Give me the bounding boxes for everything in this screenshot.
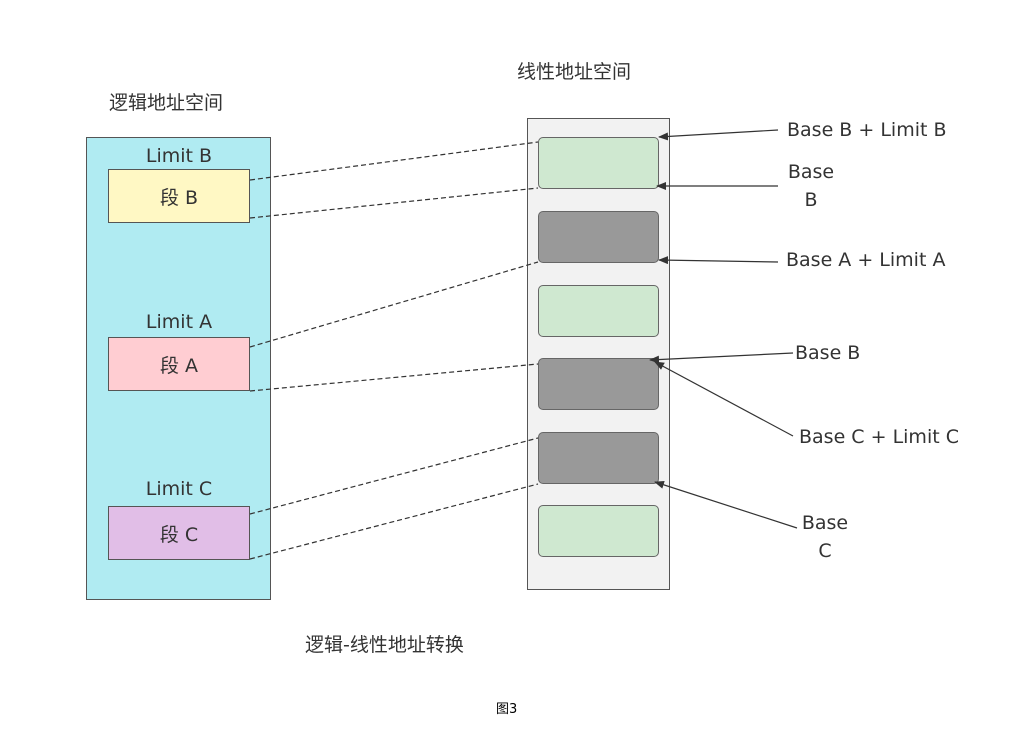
dash-segment-b-bottom xyxy=(249,187,539,219)
arrow-base-c xyxy=(654,480,798,529)
label-base-b-line1: Base xyxy=(787,161,835,183)
segment-b: 段 B xyxy=(108,169,250,223)
label-base-b-limit-b: Base B + Limit B xyxy=(787,119,947,141)
linear-block-segment-b xyxy=(538,137,659,189)
logical-space-title: 逻辑地址空间 xyxy=(109,92,224,114)
limit-a-label: Limit A xyxy=(145,311,213,333)
linear-block-free-1 xyxy=(538,285,659,337)
label-base-b-alt: Base B xyxy=(795,342,861,364)
linear-block-segment-a xyxy=(538,358,659,410)
label-base-b-line2: B xyxy=(804,189,818,211)
dash-segment-c-bottom xyxy=(249,483,539,560)
arrow-base-c-limit-c xyxy=(654,361,794,437)
dash-segment-c-top xyxy=(249,437,539,515)
dash-segment-a-bottom xyxy=(249,363,539,392)
label-base-a-limit-a: Base A + Limit A xyxy=(786,249,946,271)
dash-segment-a-top xyxy=(249,261,539,348)
linear-space-title: 线性地址空间 xyxy=(517,61,632,83)
conversion-title: 逻辑-线性地址转换 xyxy=(305,634,464,656)
segment-a: 段 A xyxy=(108,337,250,391)
segment-c: 段 C xyxy=(108,506,250,560)
label-base-c-limit-c: Base C + Limit C xyxy=(799,426,959,448)
arrow-base-b-alt xyxy=(649,352,794,364)
dash-segment-b-top xyxy=(249,141,539,181)
linear-block-free-2 xyxy=(538,505,659,557)
limit-b-label: Limit B xyxy=(145,145,213,167)
limit-c-label: Limit C xyxy=(145,478,213,500)
arrow-base-a-limit-a xyxy=(658,256,779,265)
arrow-base-b-limit-b xyxy=(658,129,779,141)
figure-caption: 图3 xyxy=(496,702,518,717)
label-base-c-line2: C xyxy=(818,540,832,562)
linear-block-used-1 xyxy=(538,211,659,263)
label-base-c-line1: Base xyxy=(801,512,849,534)
linear-block-segment-c xyxy=(538,432,659,484)
